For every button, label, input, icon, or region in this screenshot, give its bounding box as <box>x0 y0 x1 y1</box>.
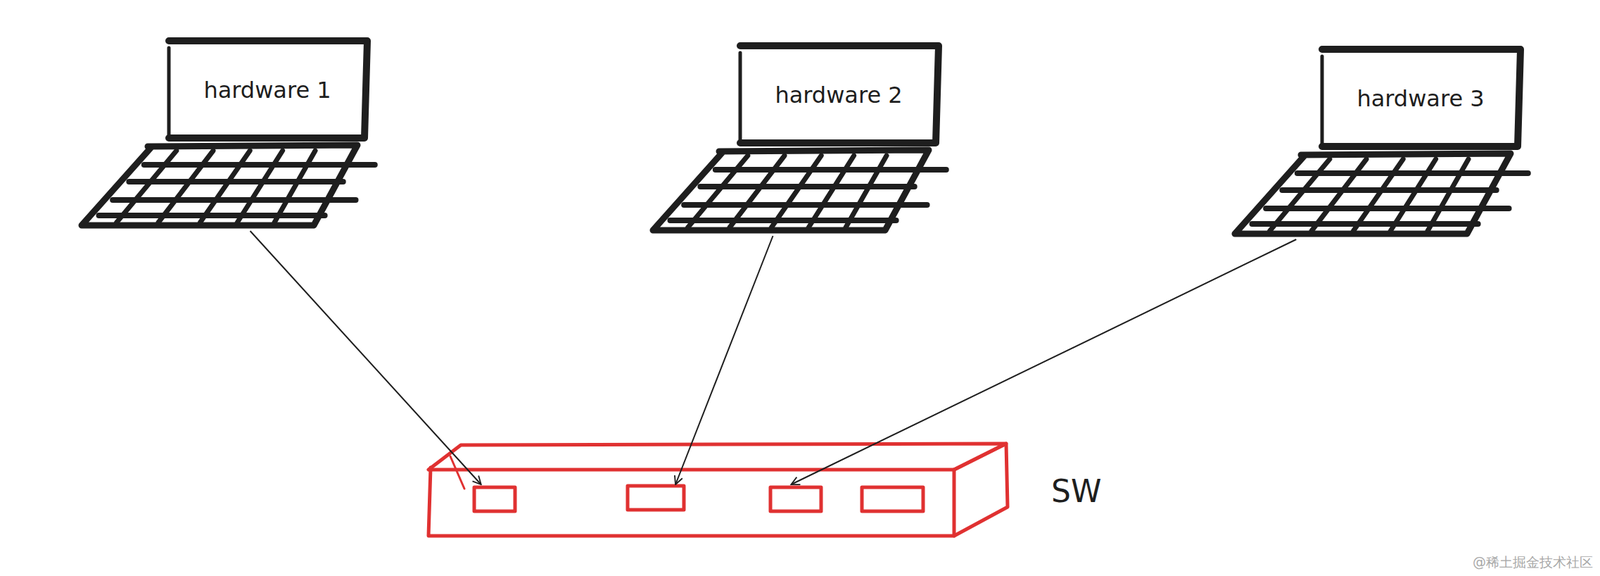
switch-port <box>861 486 924 511</box>
switch-top-face <box>428 443 1007 470</box>
keyboard-outline <box>652 149 929 231</box>
key-column <box>1427 159 1469 231</box>
laptop-node: hardware 3 <box>1234 49 1521 240</box>
key-row <box>1281 187 1496 193</box>
screen-edge <box>1320 56 1325 147</box>
key-row <box>700 183 914 190</box>
key-column <box>1390 159 1436 231</box>
key-row <box>112 197 356 203</box>
key-row <box>1252 220 1479 227</box>
switch-port <box>627 485 684 510</box>
switch-front-face <box>428 467 955 536</box>
key-column <box>808 155 854 228</box>
network-cable <box>790 239 1297 485</box>
key-row <box>715 166 947 173</box>
key-column <box>274 150 316 223</box>
key-row <box>128 178 343 185</box>
keyboard-outline <box>1234 153 1511 234</box>
laptop-outline <box>1234 49 1521 240</box>
laptop-node: hardware 2 <box>652 45 939 236</box>
switch-port <box>474 486 516 511</box>
key-row <box>670 217 897 224</box>
screen-edge <box>167 47 171 138</box>
key-row <box>144 161 376 168</box>
watermark: @稀土掘金技术社区 <box>1472 553 1593 572</box>
key-column <box>845 155 887 228</box>
key-row <box>99 212 326 219</box>
switch-node: SW <box>428 484 955 536</box>
key-row <box>1297 170 1529 176</box>
screen-label: hardware 2 <box>745 51 932 139</box>
switch-port <box>770 486 822 511</box>
screen-frame <box>1322 49 1521 147</box>
network-cable <box>675 235 773 485</box>
key-row <box>1265 205 1509 212</box>
switch-sketch-edge <box>450 455 465 489</box>
key-column <box>237 150 283 223</box>
switch-label: SW <box>1051 475 1102 507</box>
screen-label: hardware 1 <box>174 46 361 134</box>
laptop-outline <box>652 45 939 236</box>
network-cable <box>250 230 482 485</box>
keyboard-outline <box>81 144 358 226</box>
screen-edge <box>738 52 743 143</box>
key-row <box>683 201 927 208</box>
laptop-outline <box>81 40 368 231</box>
screen-label: hardware 3 <box>1327 54 1514 143</box>
screen-frame <box>168 40 368 138</box>
screen-frame <box>740 45 939 143</box>
switch-side-face <box>954 443 1008 536</box>
laptop-node: hardware 1 <box>81 40 368 231</box>
